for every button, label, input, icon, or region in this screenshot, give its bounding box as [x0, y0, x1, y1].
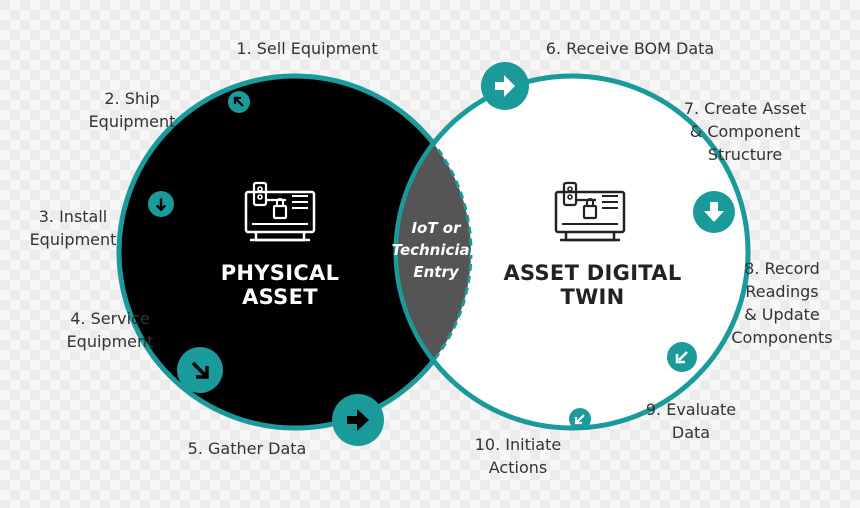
- step-label-2: 2. Ship Equipment: [88, 89, 176, 131]
- step-label-8: 8. Record Readings & Update Components: [731, 259, 833, 347]
- step-label-3: 3. Install Equipment: [29, 207, 117, 249]
- step-label-4: 4. Service Equipment: [66, 309, 154, 351]
- step-label-1: 1. Sell Equipment: [236, 39, 378, 58]
- step-label-10: 10. Initiate Actions: [474, 435, 562, 477]
- step-label-6: 6. Receive BOM Data: [545, 39, 715, 58]
- arrow-icon: [332, 394, 384, 446]
- physical-asset-title: PHYSICAL ASSET: [220, 261, 340, 309]
- overlap-dashed-border: [117, 74, 473, 430]
- arrow-icon: [569, 408, 591, 430]
- arrow-icon: [177, 347, 223, 393]
- overlap-label: IoT or Technician Entry: [391, 219, 481, 281]
- digital-twin-circle: [393, 73, 751, 431]
- arrow-icon: [667, 342, 697, 372]
- arrow-icon: [481, 62, 529, 110]
- arrow-icon: [148, 191, 174, 217]
- digital-twin-title: ASSET DIGITAL TWIN: [503, 261, 682, 309]
- arrow-icon: [228, 91, 250, 113]
- step-label-5: 5. Gather Data: [187, 439, 307, 458]
- step-label-9: 9. Evaluate Data: [645, 400, 737, 442]
- step-label-7: 7. Create Asset & Component Structure: [683, 99, 807, 164]
- arrow-icon: [693, 191, 735, 233]
